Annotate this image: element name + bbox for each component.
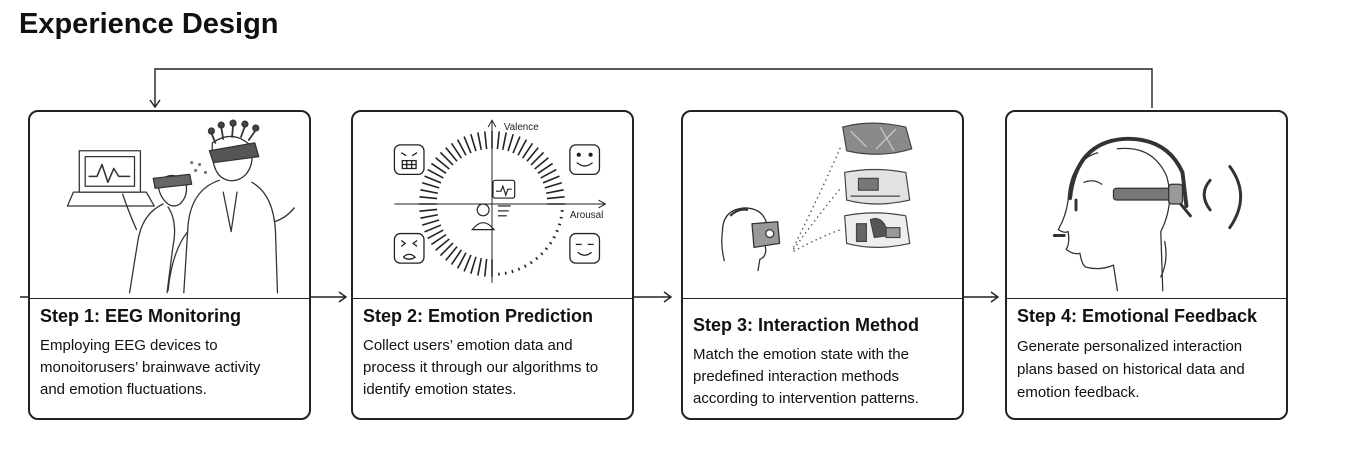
step-description: Employing EEG devices to monoitorusers’ …: [40, 337, 261, 398]
feedback-loop-arrow: [154, 68, 1153, 108]
wheel-tick: [526, 147, 539, 162]
wheel-tick: [501, 132, 507, 151]
emotion-tick-ring: [419, 131, 565, 277]
eeg-monitoring-illustration: [66, 119, 295, 294]
wheel-tick: [546, 196, 565, 200]
arousal-label: Arousal: [570, 210, 603, 221]
step-card-eeg-monitoring: Step 1: EEG Monitoring Employing EEG dev…: [28, 110, 311, 420]
wheel-tick: [523, 264, 527, 268]
feedback-wave-right-icon: [1228, 165, 1242, 230]
wheel-tick: [484, 258, 488, 277]
wheel-tick: [419, 208, 438, 212]
step-card-interaction-method: Step 3: Interaction Method Match the emo…: [681, 110, 964, 420]
wheel-tick: [544, 182, 563, 189]
wheel-tick: [419, 196, 438, 200]
wheel-tick: [540, 168, 557, 179]
wheel-tick: [552, 235, 556, 239]
wheel-tick: [511, 269, 514, 274]
feedback-wave-left-icon: [1202, 178, 1212, 212]
wheel-tick: [555, 229, 559, 233]
card-divider: [683, 298, 962, 299]
wheel-tick: [450, 249, 463, 266]
wheel-tick: [512, 136, 521, 154]
wheel-tick: [439, 242, 454, 257]
wheel-tick: [421, 182, 440, 189]
center-monitor-icon: [492, 179, 516, 199]
wheel-tick: [548, 241, 553, 245]
wheel-tick: [529, 260, 533, 265]
wheel-tick: [484, 131, 488, 150]
step-card-emotion-prediction: Valence Arousal: [351, 110, 634, 420]
wheel-tick: [421, 219, 440, 226]
step-title: Step 1: EEG Monitoring: [40, 306, 241, 326]
wheel-tick: [544, 247, 549, 251]
wheel-tick: [522, 142, 534, 159]
vr-goggle-scene-icon: [842, 122, 913, 155]
wheel-tick: [477, 257, 483, 276]
eeg-headset-icon: [1068, 136, 1189, 208]
step-description: Generate personalized interaction plans …: [1017, 338, 1245, 401]
profile-head-icon: [1057, 147, 1171, 292]
wheel-tick: [517, 139, 528, 156]
calm-face-icon: [569, 232, 601, 264]
wheel-tick: [545, 189, 564, 195]
wheel-tick: [530, 151, 545, 166]
wheel-tick: [435, 157, 450, 170]
wheel-tick: [470, 256, 477, 275]
wheel-tick: [534, 157, 549, 170]
sad-face-icon: [393, 232, 425, 264]
wheel-tick: [463, 136, 472, 154]
card-divider: [30, 298, 309, 299]
emotional-feedback-illustration: [1052, 136, 1242, 292]
wheel-tick: [535, 256, 539, 261]
wheel-tick: [424, 224, 442, 233]
angry-face-icon: [393, 144, 425, 176]
happy-face-icon: [569, 144, 601, 176]
wheel-tick: [450, 142, 463, 159]
emotion-prediction-illustration: Valence Arousal: [393, 119, 607, 283]
wheel-tick: [557, 223, 562, 226]
step-title: Step 2: Emotion Prediction: [363, 306, 594, 326]
wheel-tick: [427, 229, 444, 240]
wheel-tick: [430, 233, 447, 246]
wheel-tick: [542, 175, 560, 184]
wheel-tick: [537, 162, 554, 174]
wheel-tick: [420, 189, 439, 195]
wheel-tick: [445, 246, 458, 261]
wheel-tick: [507, 133, 514, 152]
step-card-emotional-feedback: Step 4: Emotional Feedback Generate pers…: [1005, 110, 1288, 420]
wheel-tick: [517, 267, 521, 271]
step-title: Step 4: Emotional Feedback: [1017, 306, 1258, 326]
wheel-tick: [439, 151, 454, 166]
wheel-tick: [540, 252, 544, 256]
wheel-tick: [424, 175, 442, 184]
wheel-tick: [445, 147, 458, 162]
wheel-tick: [435, 238, 450, 251]
wheel-tick: [427, 168, 444, 179]
wheel-tick: [456, 252, 467, 269]
wheel-tick: [496, 131, 500, 150]
interaction-method-illustration: [721, 122, 913, 272]
card-divider: [353, 298, 632, 299]
wheel-tick: [456, 139, 467, 156]
wheel-tick: [463, 254, 472, 272]
wheel-tick: [477, 132, 483, 151]
wheel-tick: [420, 213, 439, 219]
step-description: Collect users’ emotion data and process …: [363, 337, 599, 398]
page-title: Experience Design: [19, 8, 279, 40]
wheel-tick: [470, 133, 477, 152]
step-title: Step 3: Interaction Method: [693, 315, 920, 335]
wheel-tick: [430, 162, 447, 174]
card-divider: [1007, 298, 1286, 299]
step-description: Match the emotion state with the predefi…: [693, 346, 919, 407]
valence-label: Valence: [504, 122, 539, 133]
